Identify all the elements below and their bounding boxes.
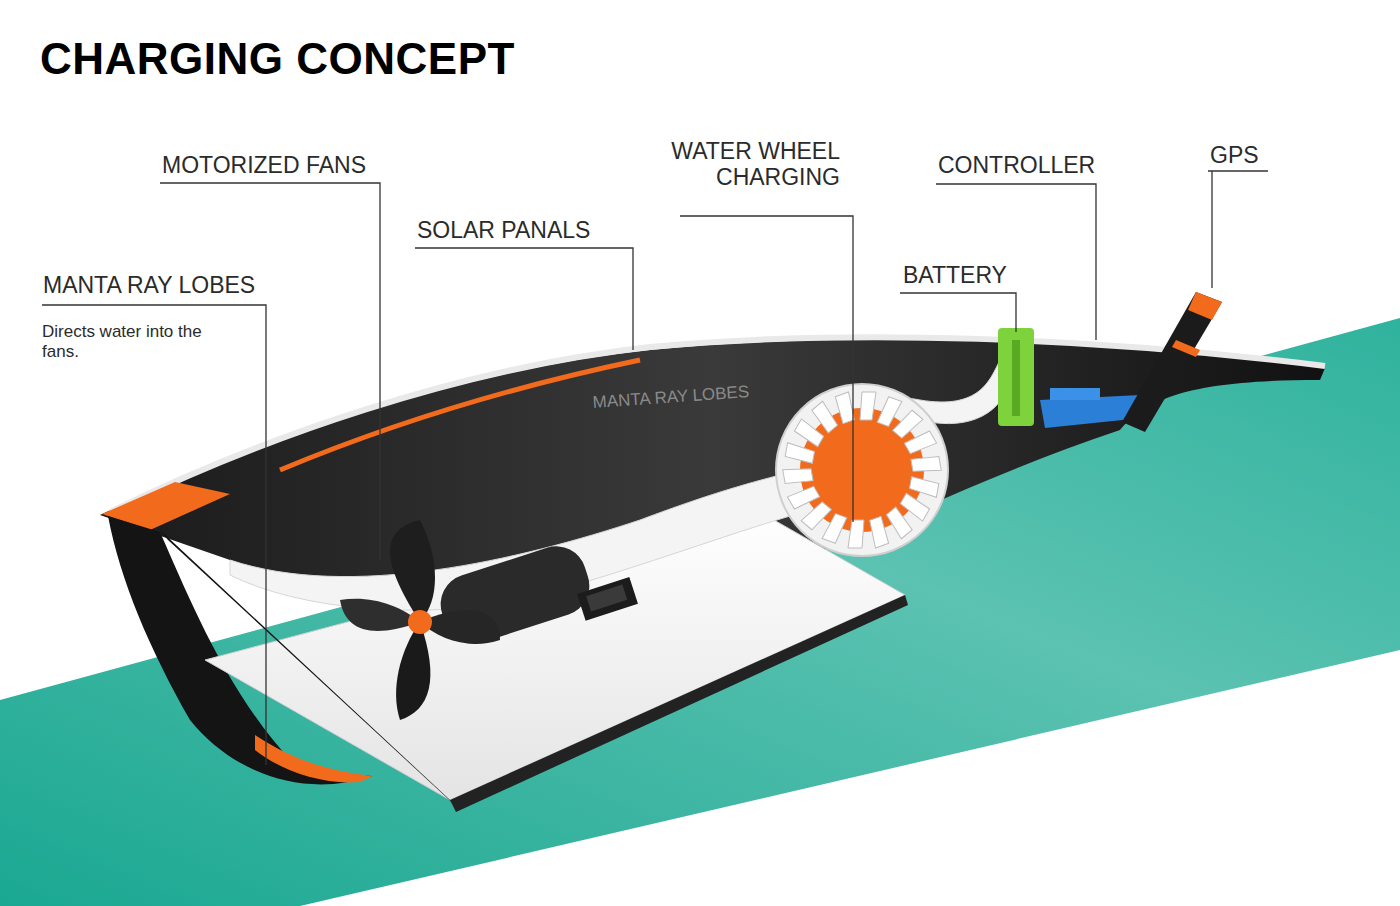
part-label: MOTORIZED FANS	[162, 152, 402, 178]
part-label: BATTERY	[903, 262, 1033, 288]
gps-antenna	[1122, 292, 1222, 432]
wheel-blade	[866, 516, 891, 548]
note-text: Directs water into the fans.	[42, 322, 242, 361]
part-label: MANTA RAY LOBES	[43, 272, 283, 298]
wheel-blade	[810, 401, 840, 433]
water-band	[0, 318, 1400, 906]
orange-stripe	[280, 360, 640, 470]
wheel-blade	[783, 465, 813, 486]
wheel-blade	[833, 392, 858, 424]
wheel-blade	[785, 443, 815, 464]
wheel-blade	[822, 512, 847, 544]
part-label: WATER WHEEL CHARGING	[640, 138, 840, 191]
wheel-blade	[877, 396, 902, 428]
wheel-blade	[909, 477, 939, 498]
diagram-title: CHARGING CONCEPT	[40, 34, 515, 84]
leader-lines	[42, 171, 1268, 765]
wheel-blade	[787, 483, 819, 511]
wheel-blade	[904, 429, 936, 457]
wheel-blade	[911, 454, 941, 475]
water-wheel	[776, 384, 948, 556]
wheel-blade	[848, 520, 864, 548]
wheel-blade	[860, 392, 876, 420]
part-label: CONTROLLER	[938, 152, 1108, 178]
battery	[998, 328, 1034, 426]
wheel-blade	[883, 507, 913, 539]
part-label: SOLAR PANALS	[417, 217, 647, 243]
part-label: GPS	[1210, 142, 1280, 168]
inner-sheet	[230, 360, 1010, 610]
motorized-fan	[340, 520, 638, 720]
